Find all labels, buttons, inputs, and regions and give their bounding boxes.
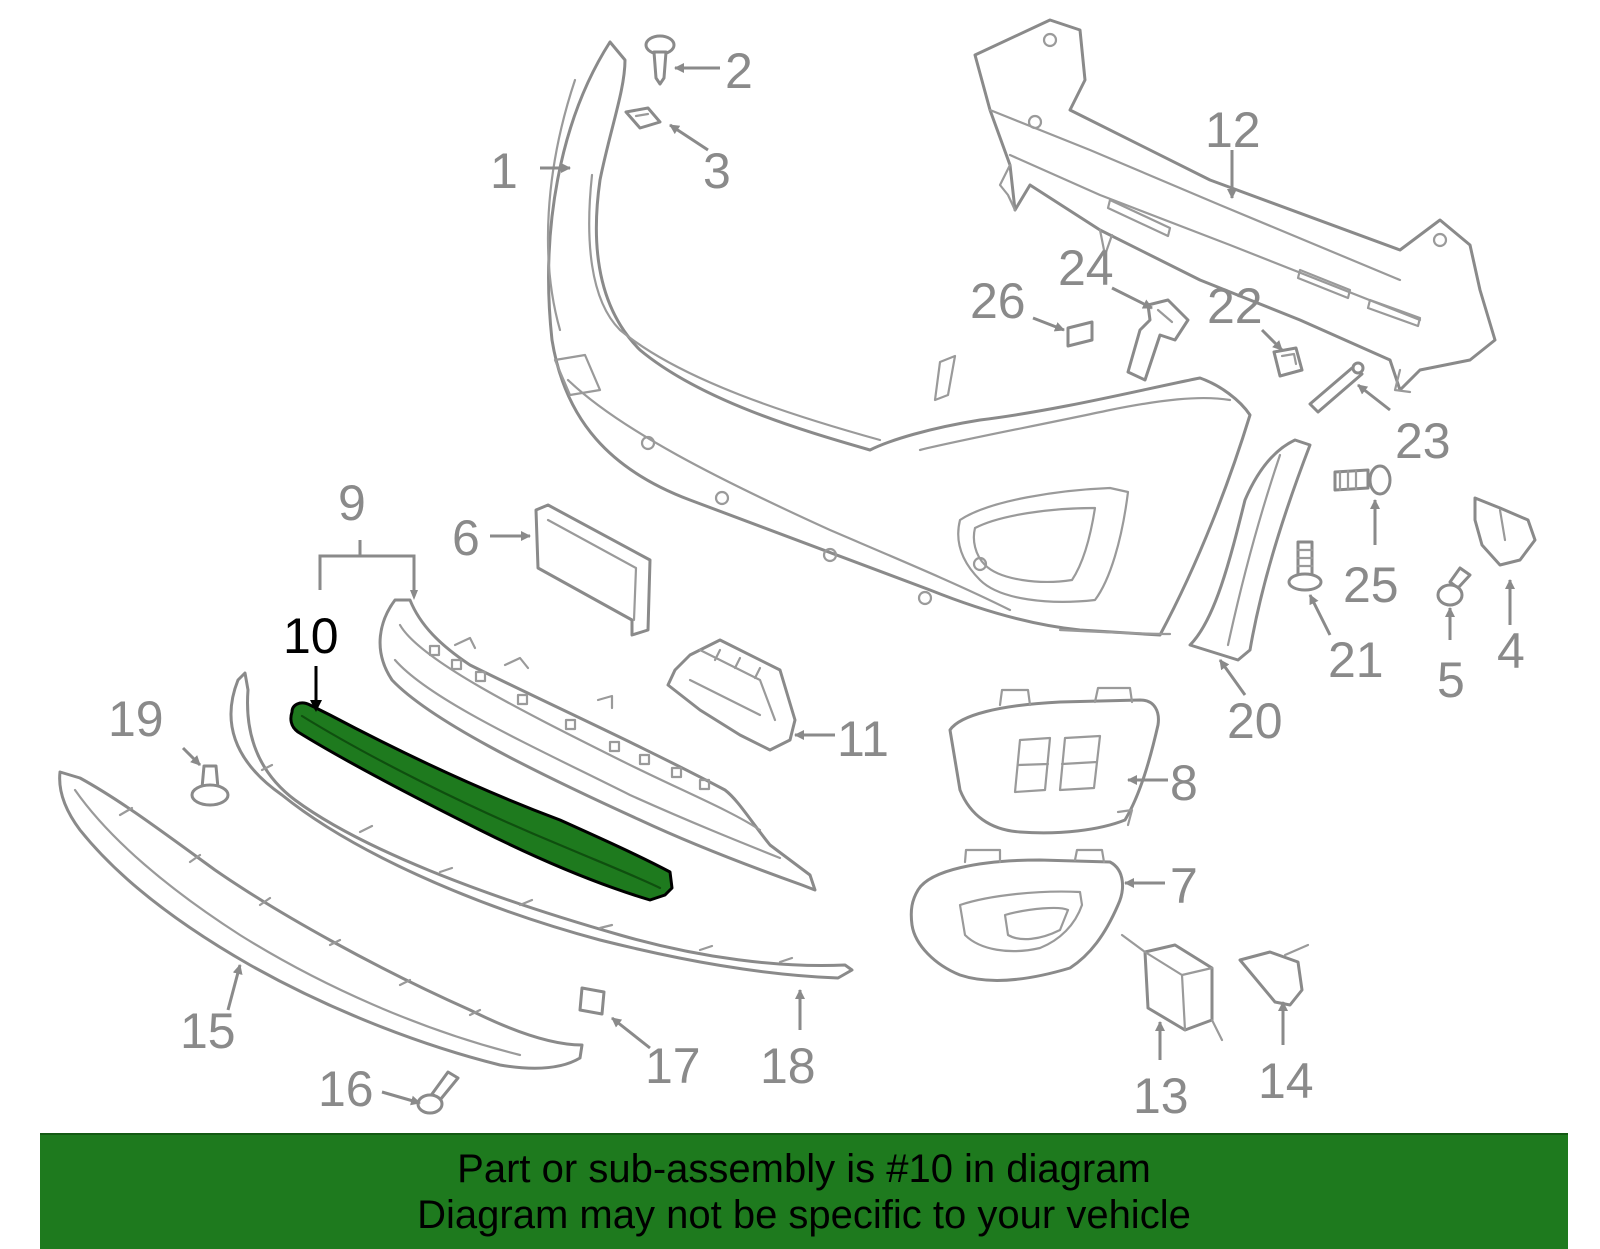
fastener-part-5 — [1436, 566, 1472, 607]
pin-part-23 — [1308, 361, 1365, 414]
callout-6: 6 — [452, 510, 480, 566]
info-banner: Part or sub-assembly is #10 in diagram D… — [40, 1133, 1568, 1249]
callout-25: 25 — [1343, 557, 1399, 613]
push-pin-part-19 — [190, 764, 230, 807]
callout-11: 11 — [837, 711, 889, 767]
bolt-part-21 — [1287, 540, 1323, 592]
callout-26: 26 — [970, 273, 1026, 329]
callout-10: 10 — [283, 608, 339, 664]
callout-5: 5 — [1437, 652, 1465, 708]
clip-part-22 — [1272, 346, 1304, 378]
highlighted-moulding-part-10 — [289, 701, 674, 902]
license-plate-bracket-part-6 — [534, 503, 652, 637]
clip-part-17 — [578, 986, 606, 1016]
lower-grille-part-9 — [378, 598, 817, 892]
callout-19: 19 — [108, 691, 164, 747]
bolt-part-25 — [1333, 464, 1392, 496]
fog-lamp-bezel-part-7 — [909, 848, 1124, 982]
callout-18: 18 — [760, 1038, 816, 1094]
callout-17: 17 — [645, 1038, 701, 1094]
banner-line-2: Diagram may not be specific to your vehi… — [417, 1193, 1191, 1237]
callout-2: 2 — [725, 43, 753, 99]
skid-plate-part-15 — [58, 770, 584, 1070]
callout-12: 12 — [1205, 102, 1261, 158]
callout-14: 14 — [1258, 1053, 1314, 1109]
leader-lines — [181, 63, 1515, 1106]
callout-22: 22 — [1207, 278, 1263, 334]
callout-23: 23 — [1395, 413, 1451, 469]
callout-9: 9 — [338, 475, 366, 531]
callout-15: 15 — [180, 1003, 236, 1059]
sensor-module-part-13 — [1120, 933, 1224, 1042]
callout-24: 24 — [1058, 240, 1114, 296]
callout-3: 3 — [703, 143, 731, 199]
callout-7: 7 — [1170, 858, 1198, 914]
bracket-part-4 — [1473, 496, 1537, 567]
banner-line-1: Part or sub-assembly is #10 in diagram — [457, 1147, 1151, 1191]
reinforcement-bar-part — [973, 18, 1497, 394]
callout-8: 8 — [1170, 755, 1198, 811]
bracket-part-24 — [1126, 298, 1190, 382]
screw-part-2 — [644, 34, 676, 86]
callout-4: 4 — [1497, 623, 1525, 679]
clip-part-26 — [1066, 320, 1094, 348]
bumper-cover-part — [546, 40, 1252, 637]
fog-lamp-part-8 — [948, 686, 1160, 835]
callout-1: 1 — [490, 143, 518, 199]
sensor-part-14 — [1238, 943, 1310, 1007]
callout-21: 21 — [1328, 632, 1384, 688]
sensor-bracket-part-11 — [666, 638, 797, 752]
clip-nut-part-3 — [624, 106, 662, 130]
callout-20: 20 — [1227, 693, 1283, 749]
callout-16: 16 — [318, 1061, 374, 1117]
callout-13: 13 — [1133, 1068, 1189, 1124]
trim-strip-part-20 — [1188, 438, 1312, 662]
lower-trim-part-18 — [229, 671, 854, 980]
bolt-part-16 — [416, 1070, 460, 1115]
